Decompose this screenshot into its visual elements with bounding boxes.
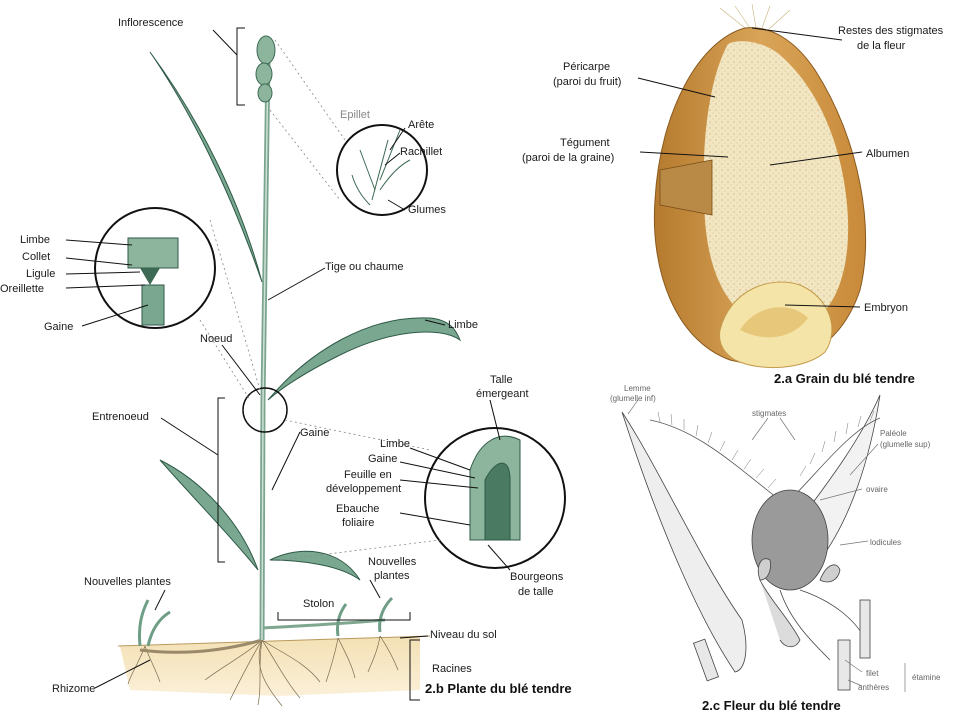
label-tegument-1: Tégument [560,137,610,149]
label-glumes: Glumes [408,204,446,216]
label-talle-1: Talle [490,374,513,386]
label-inflorescence: Inflorescence [118,17,183,29]
flower-anthere-2 [838,640,850,690]
label-albumen: Albumen [866,148,909,160]
label-tegument-2: (paroi de la graine) [522,152,614,164]
label-limbe-right: Limbe [448,319,478,331]
label-noeud: Noeud [200,333,232,345]
label-antheres: anthères [858,683,889,692]
label-entrenoeud: Entrenoeud [92,411,149,423]
label-talle-2: émergeant [476,388,529,400]
new-plant-right-2 [380,598,392,632]
flower-anthere-1 [860,600,870,658]
flower-lemme [622,412,746,672]
label-ebauche-1: Ebauche [336,503,379,515]
label-lemme-2: (glumelle inf) [610,394,656,403]
label-limbe-top: Limbe [20,234,50,246]
label-lodicules: lodicules [870,538,901,547]
label-rhizome: Rhizome [52,683,95,695]
label-limbe-circle: Limbe [380,438,410,450]
flower-lodicule-right [820,565,840,582]
label-tige: Tige ou chaume [325,261,403,273]
caption-flower: 2.c Fleur du blé tendre [702,698,841,713]
label-filet: filet [866,669,879,678]
label-ebauche-2: foliaire [342,517,374,529]
grain-hairs [720,4,790,30]
label-arete: Arête [408,119,434,131]
label-nouvelles-left: Nouvelles plantes [84,576,171,588]
label-racines: Racines [432,663,472,675]
label-rachillet: Rachillet [400,146,442,158]
label-niveau: Niveau du sol [430,629,497,641]
leaf-left-lower [160,460,258,570]
label-embryon: Embryon [864,302,908,314]
label-gaine-circle: Gaine [368,453,397,465]
label-etamine: étamine [912,673,941,682]
label-pericarpe-2: (paroi du fruit) [553,76,621,88]
inflorescence-spike [256,36,275,102]
label-oreillette: Oreillette [0,283,44,295]
inset-epillet [337,125,427,215]
plant-figure: Inflorescence Epillet Arête Rachillet Gl… [0,17,572,706]
label-paleole-1: Paléole [880,429,907,438]
flower-anthere-3 [694,639,719,681]
leaf-right [268,318,460,400]
label-restes-1: Restes des stigmates [838,25,944,37]
label-ligule: Ligule [26,268,55,280]
label-stolon: Stolon [303,598,334,610]
grain-cut-edge [660,160,712,215]
label-epillet: Epillet [340,109,370,121]
flower-figure [622,395,880,690]
label-ovaire: ovaire [866,485,888,494]
label-nouvelles-right-2: plantes [374,570,410,582]
label-collet: Collet [22,251,50,263]
label-gaine-top: Gaine [44,321,73,333]
label-feuille-1: Feuille en [344,469,392,481]
label-bourgeons-1: Bourgeons [510,571,564,583]
caption-plant: 2.b Plante du blé tendre [425,681,572,696]
flower-filet [780,590,870,660]
label-feuille-2: développement [326,483,401,495]
label-gaine-mid: Gaine [300,427,329,439]
label-restes-2: de la fleur [857,40,906,52]
label-nouvelles-right-1: Nouvelles [368,556,417,568]
label-stigmates: stigmates [752,409,786,418]
new-plant-left [139,600,170,646]
grain-figure: Restes des stigmates de la fleur Péricar… [522,4,944,386]
label-bourgeons-2: de talle [518,586,553,598]
label-pericarpe-1: Péricarpe [563,61,610,73]
label-lemme-1: Lemme [624,384,651,393]
label-paleole-2: (glumelle sup) [880,440,931,449]
caption-grain: 2.a Grain du blé tendre [774,371,915,386]
stolon [262,620,385,628]
